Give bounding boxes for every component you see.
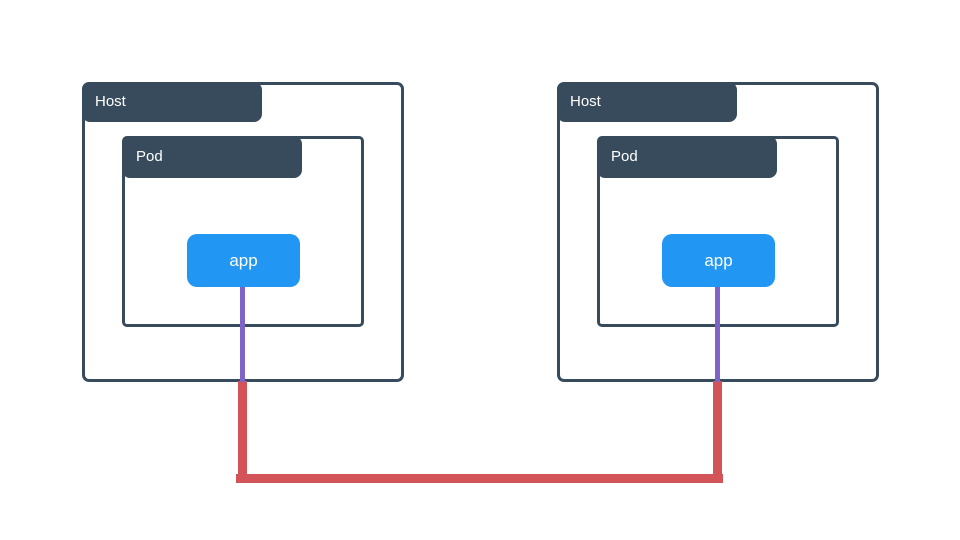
host-label: Host [82, 82, 262, 122]
app-connector-line [240, 287, 245, 382]
link-connector-horizontal [236, 474, 723, 483]
app-connector-line [715, 287, 720, 382]
link-connector-vertical [238, 381, 247, 483]
pod-label: Pod [122, 136, 302, 178]
link-connector-vertical [713, 381, 722, 483]
app-node: app [187, 234, 300, 287]
pod-label: Pod [597, 136, 777, 178]
app-node: app [662, 234, 775, 287]
host-label: Host [557, 82, 737, 122]
